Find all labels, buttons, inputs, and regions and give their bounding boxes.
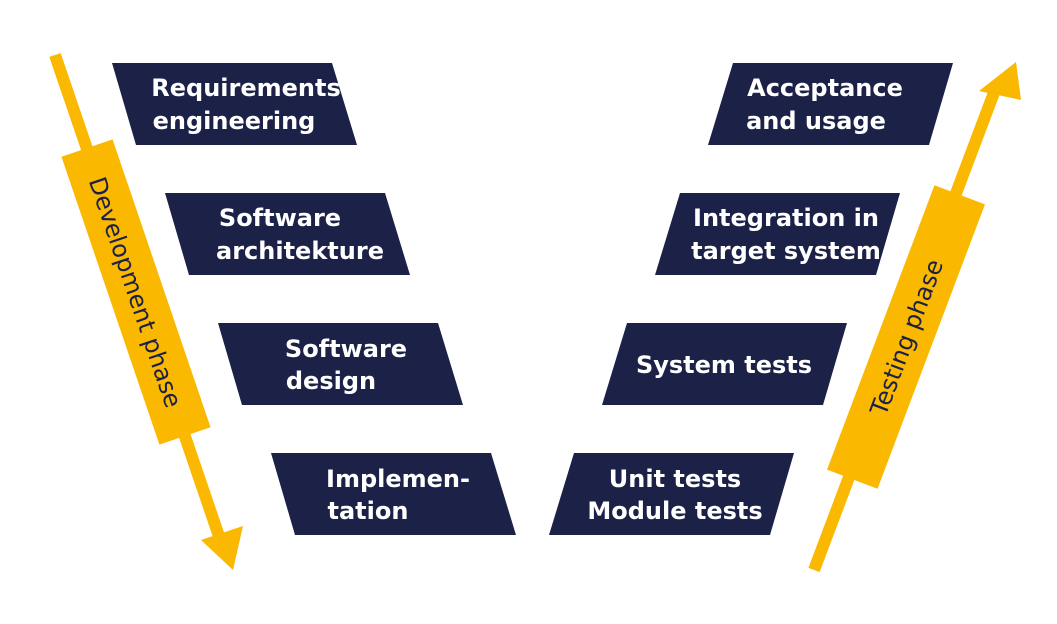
testing-step-integration: Integration in target system (655, 193, 900, 275)
step-label-line2: and usage (746, 107, 886, 135)
step-box (549, 453, 794, 535)
step-label-line1: Software (285, 335, 407, 363)
step-box (112, 63, 357, 145)
development-step-implementation: Implemen- tation (271, 453, 516, 535)
step-box (602, 323, 847, 405)
testing-step-acceptance: Acceptance and usage (708, 63, 953, 145)
testing-arrow-head (979, 62, 1021, 100)
step-label-line1: System tests (636, 351, 812, 379)
step-label-line1: Requirements (151, 74, 341, 102)
step-label-line1: Acceptance (747, 74, 903, 102)
development-step-design: Software design (218, 323, 463, 405)
step-box (708, 63, 953, 145)
development-step-requirements: Requirements engineering (112, 63, 357, 145)
step-box (655, 193, 900, 275)
testing-step-unit-tests: Unit tests Module tests (549, 453, 794, 535)
development-arrow-head (201, 526, 243, 570)
step-label-line1: Implemen- (326, 465, 470, 493)
step-label-line2: architekture (216, 237, 384, 265)
step-box (271, 453, 516, 535)
step-label-line2: target system (691, 237, 881, 265)
step-label-line1: Unit tests (609, 465, 741, 493)
step-label-line1: Integration in (693, 204, 879, 232)
step-label-line2: engineering (153, 107, 316, 135)
testing-phase-label-box (827, 185, 985, 489)
step-label-line1: Software (219, 204, 341, 232)
step-box (218, 323, 463, 405)
step-label-line2: design (286, 367, 376, 395)
step-label-line2: tation (328, 497, 409, 525)
development-step-architecture: Software architekture (165, 193, 410, 275)
development-phase-label-box (61, 139, 211, 445)
step-label-line2: Module tests (587, 497, 762, 525)
step-box (165, 193, 410, 275)
testing-step-system-tests: System tests (602, 323, 847, 405)
